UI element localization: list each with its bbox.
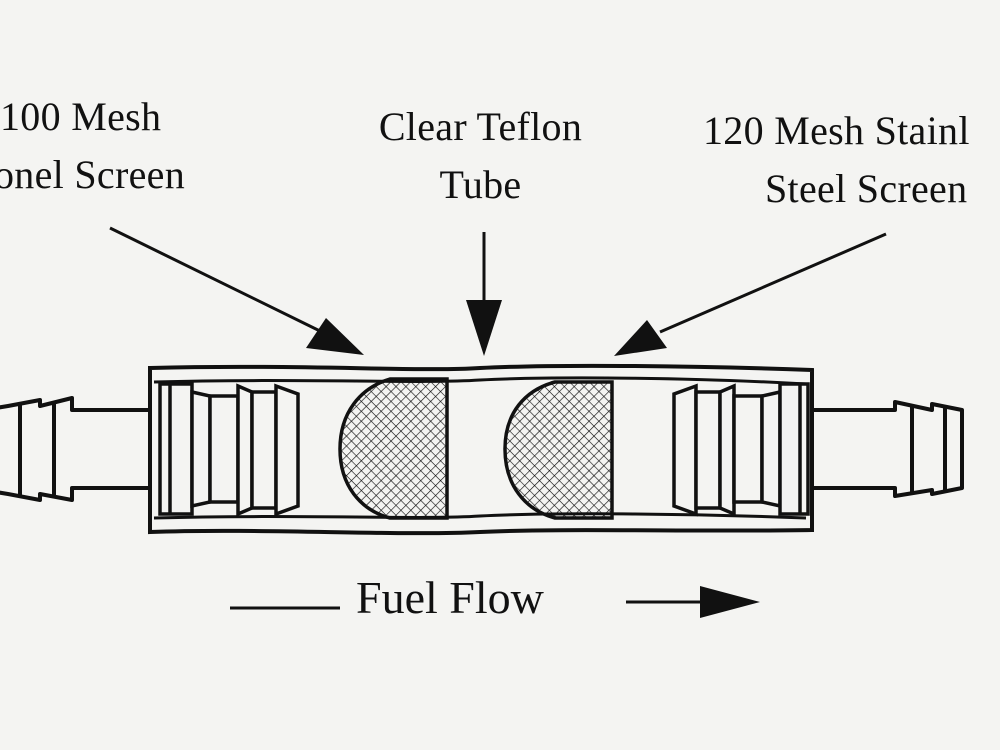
stainless-mesh-screen <box>503 380 614 520</box>
left-internal-fitting <box>158 382 300 517</box>
label-stainless-screen-line1: 120 Mesh Stainl <box>703 108 970 153</box>
label-monel-screen-line1: 100 Mesh <box>0 94 162 139</box>
label-teflon-tube-line2: Tube <box>439 162 522 207</box>
pointer-arrow-center <box>466 232 502 356</box>
fuel-flow-label: Fuel Flow <box>356 572 544 623</box>
right-internal-fitting <box>672 382 810 517</box>
label-monel-screen: 100 Mesh onel Screen <box>0 88 185 204</box>
label-monel-screen-line2: onel Screen <box>0 152 185 197</box>
fuel-flow-arrow-icon <box>626 586 760 618</box>
label-teflon-tube-line1: Clear Teflon <box>378 104 583 149</box>
teflon-tube <box>148 363 814 536</box>
label-stainless-screen-line2: Steel Screen <box>765 166 968 211</box>
pointer-arrow-left <box>109 226 364 355</box>
monel-mesh-screen <box>338 377 449 520</box>
pointer-arrow-right <box>614 232 887 356</box>
label-teflon-tube: Clear Teflon Tube <box>358 98 603 214</box>
label-stainless-screen: 120 Mesh Stainl Steel Screen <box>703 102 970 218</box>
left-hose-barb <box>0 396 150 502</box>
right-hose-barb <box>810 400 964 498</box>
